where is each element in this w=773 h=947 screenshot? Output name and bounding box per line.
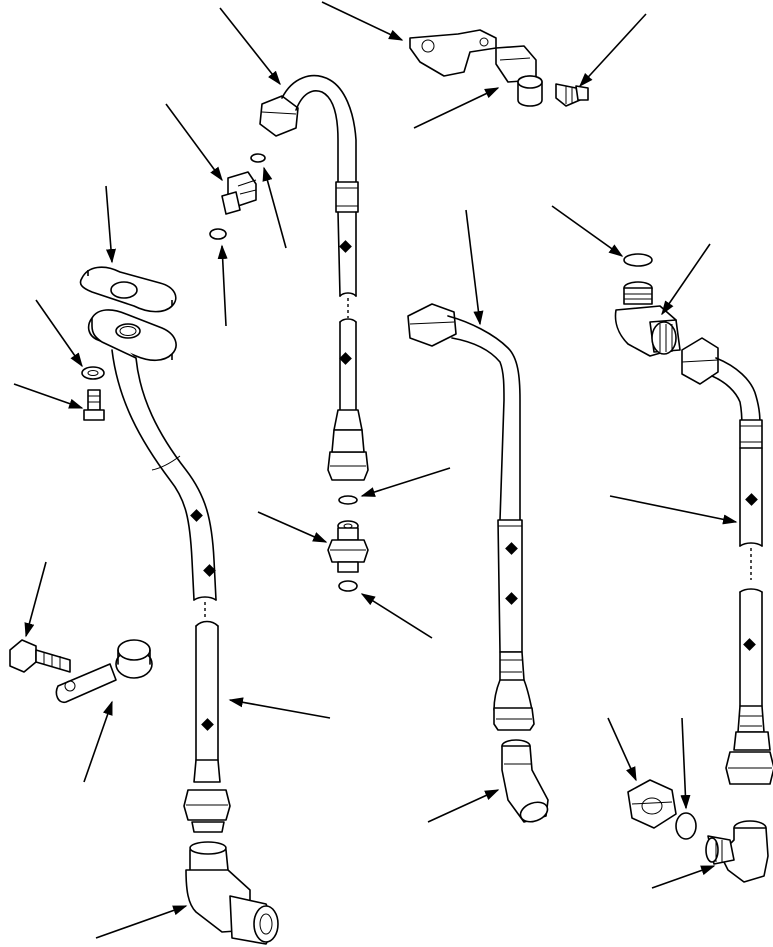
- clamp-bolt: [9, 639, 71, 673]
- connector-center: [327, 520, 369, 573]
- bracket-bolt: [555, 83, 589, 107]
- tube-assembly-left: [87, 309, 231, 833]
- elbow-fitting-upper-right: [614, 281, 681, 357]
- hose-clamp: [55, 639, 153, 704]
- hose-assembly-right: [681, 337, 773, 785]
- elbow-fitting-lower-left: [185, 841, 279, 945]
- spacer: [517, 75, 543, 107]
- elbow-fitting-lower-right: [705, 820, 769, 883]
- flange-gasket: [79, 266, 177, 313]
- lock-washer: [81, 366, 105, 380]
- o-ring: [338, 495, 358, 592]
- elbow-fitting-center: [501, 739, 549, 823]
- tube-assembly-center: [407, 303, 535, 731]
- flange-bolt: [83, 389, 105, 421]
- connector-upper: [209, 153, 266, 240]
- support-bracket: [409, 29, 537, 83]
- leader-arrows: [13, 1, 738, 939]
- o-ring: [675, 812, 697, 840]
- hose-assembly-center: [259, 74, 369, 481]
- nut: [627, 779, 677, 829]
- o-ring: [623, 253, 653, 267]
